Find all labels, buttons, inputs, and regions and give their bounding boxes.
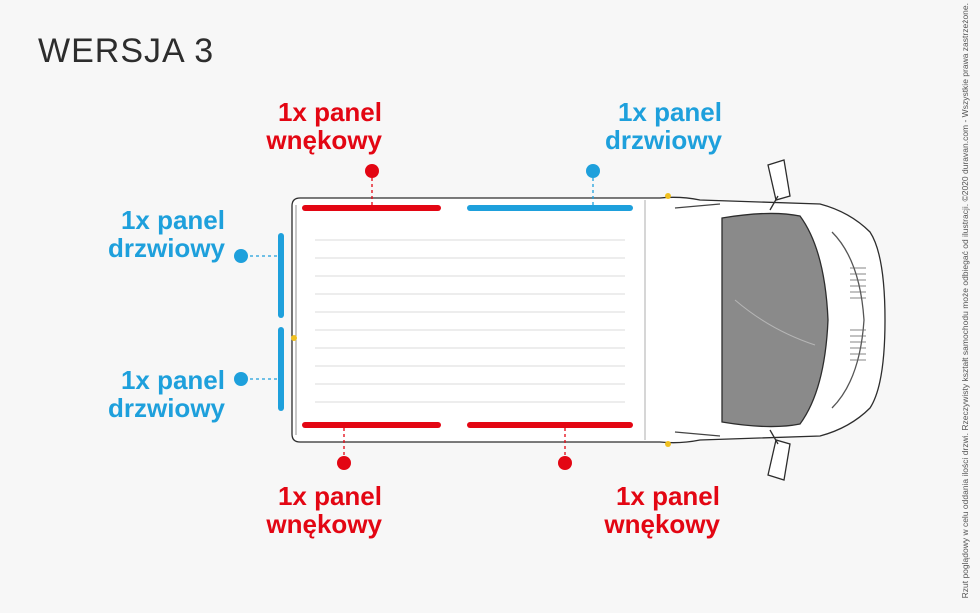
callout-dot bbox=[558, 456, 572, 470]
page-title: WERSJA 3 bbox=[38, 32, 215, 70]
indicator-light-icon bbox=[665, 441, 671, 447]
disclaimer-note: Rzut poglądowy w celu oddania ilości drz… bbox=[960, 3, 970, 599]
indicator-light-icon bbox=[291, 335, 297, 341]
callout-dot bbox=[234, 372, 248, 386]
van-body bbox=[291, 159, 886, 481]
indicator-light-icon bbox=[665, 193, 671, 199]
callout-dot bbox=[337, 456, 351, 470]
callout-dot bbox=[365, 164, 379, 178]
callout-dot bbox=[234, 249, 248, 263]
callout-dot bbox=[586, 164, 600, 178]
